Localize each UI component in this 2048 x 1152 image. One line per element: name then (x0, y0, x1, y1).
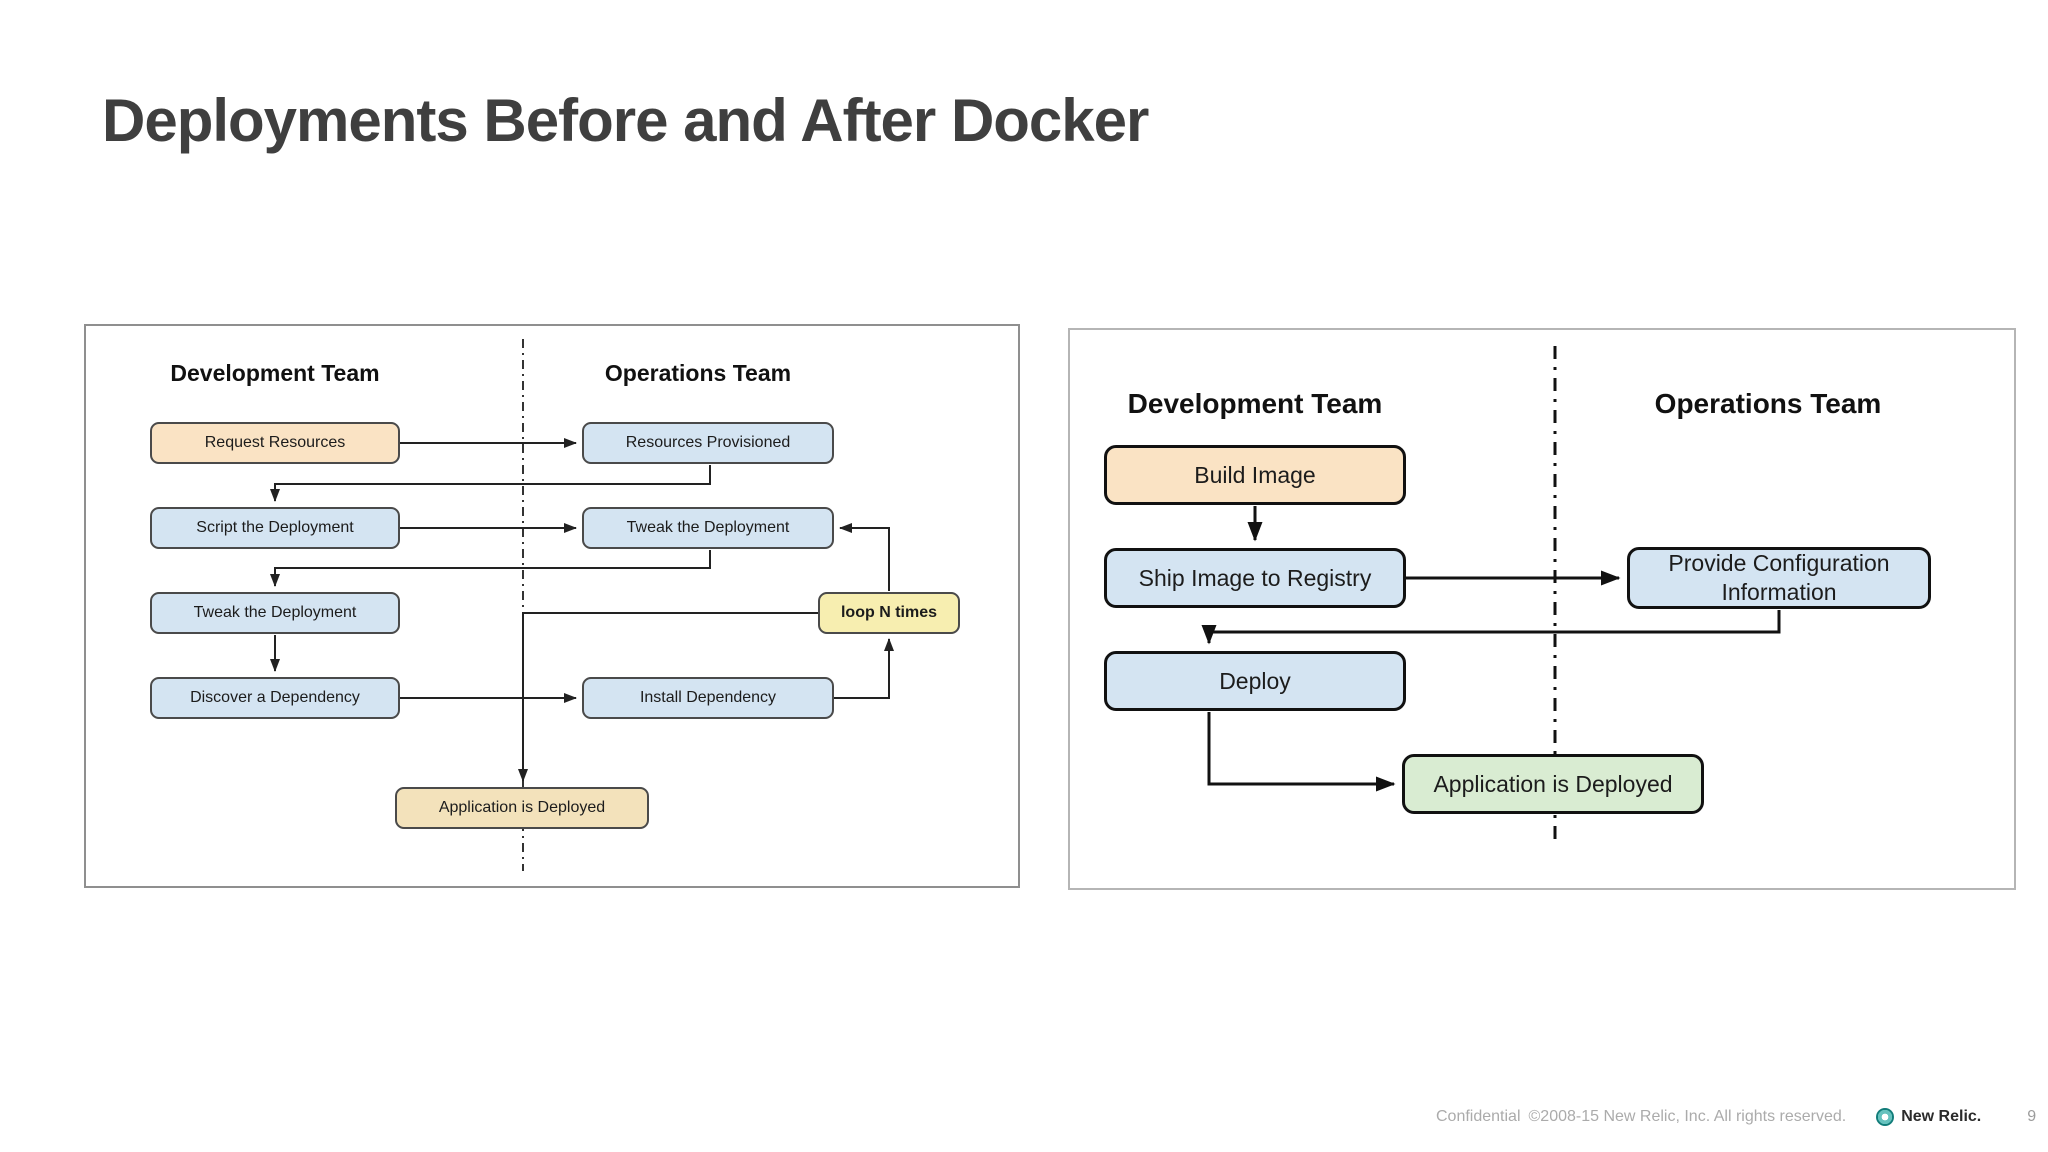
copyright-text: ©2008-15 New Relic, Inc. All rights rese… (1528, 1108, 1847, 1125)
before-ops-team-header: Operations Team (604, 360, 792, 386)
build-image-box: Build Image (1104, 445, 1406, 505)
discover-dependency-box: Discover a Dependency (150, 677, 400, 719)
request-resources-box: Request Resources (150, 422, 400, 464)
after-ops-team-header: Operations Team (1654, 388, 1882, 419)
new-relic-icon (1876, 1108, 1895, 1126)
slide-footer: Confidential ©2008-15 New Relic, Inc. Al… (1436, 1108, 2036, 1126)
tweak-deployment-ops-box: Tweak the Deployment (582, 507, 834, 549)
provide-config-box: Provide Configuration Information (1627, 547, 1931, 609)
new-relic-logo: New Relic. (1876, 1108, 1981, 1126)
before-dev-team-header: Development Team (170, 360, 380, 386)
before-connectors-svg (270, 339, 894, 871)
loop-n-times-box: loop N times (818, 592, 960, 634)
tweak-deployment-dev-box: Tweak the Deployment (150, 592, 400, 634)
ship-image-registry-box: Ship Image to Registry (1104, 548, 1406, 608)
slide-title: Deployments Before and After Docker (102, 87, 1149, 154)
deploy-box: Deploy (1104, 651, 1406, 711)
before-connectors (270, 438, 894, 782)
after-app-deployed-box: Application is Deployed (1402, 754, 1704, 814)
after-docker-panel: Development Team Operations Team Build I… (1068, 328, 2016, 890)
page-number: 9 (2027, 1108, 2037, 1125)
resources-provisioned-box: Resources Provisioned (582, 422, 834, 464)
script-deployment-box: Script the Deployment (150, 507, 400, 549)
before-app-deployed-box: Application is Deployed (395, 787, 649, 829)
before-docker-panel: Development Team Operations Team Request… (84, 324, 1020, 888)
after-connectors (1201, 506, 1781, 792)
after-dev-team-header: Development Team (1127, 388, 1383, 419)
confidential-text: Confidential (1436, 1108, 1521, 1125)
new-relic-wordmark: New Relic. (1901, 1108, 1982, 1125)
install-dependency-box: Install Dependency (582, 677, 834, 719)
after-connectors-svg (1201, 346, 1781, 842)
